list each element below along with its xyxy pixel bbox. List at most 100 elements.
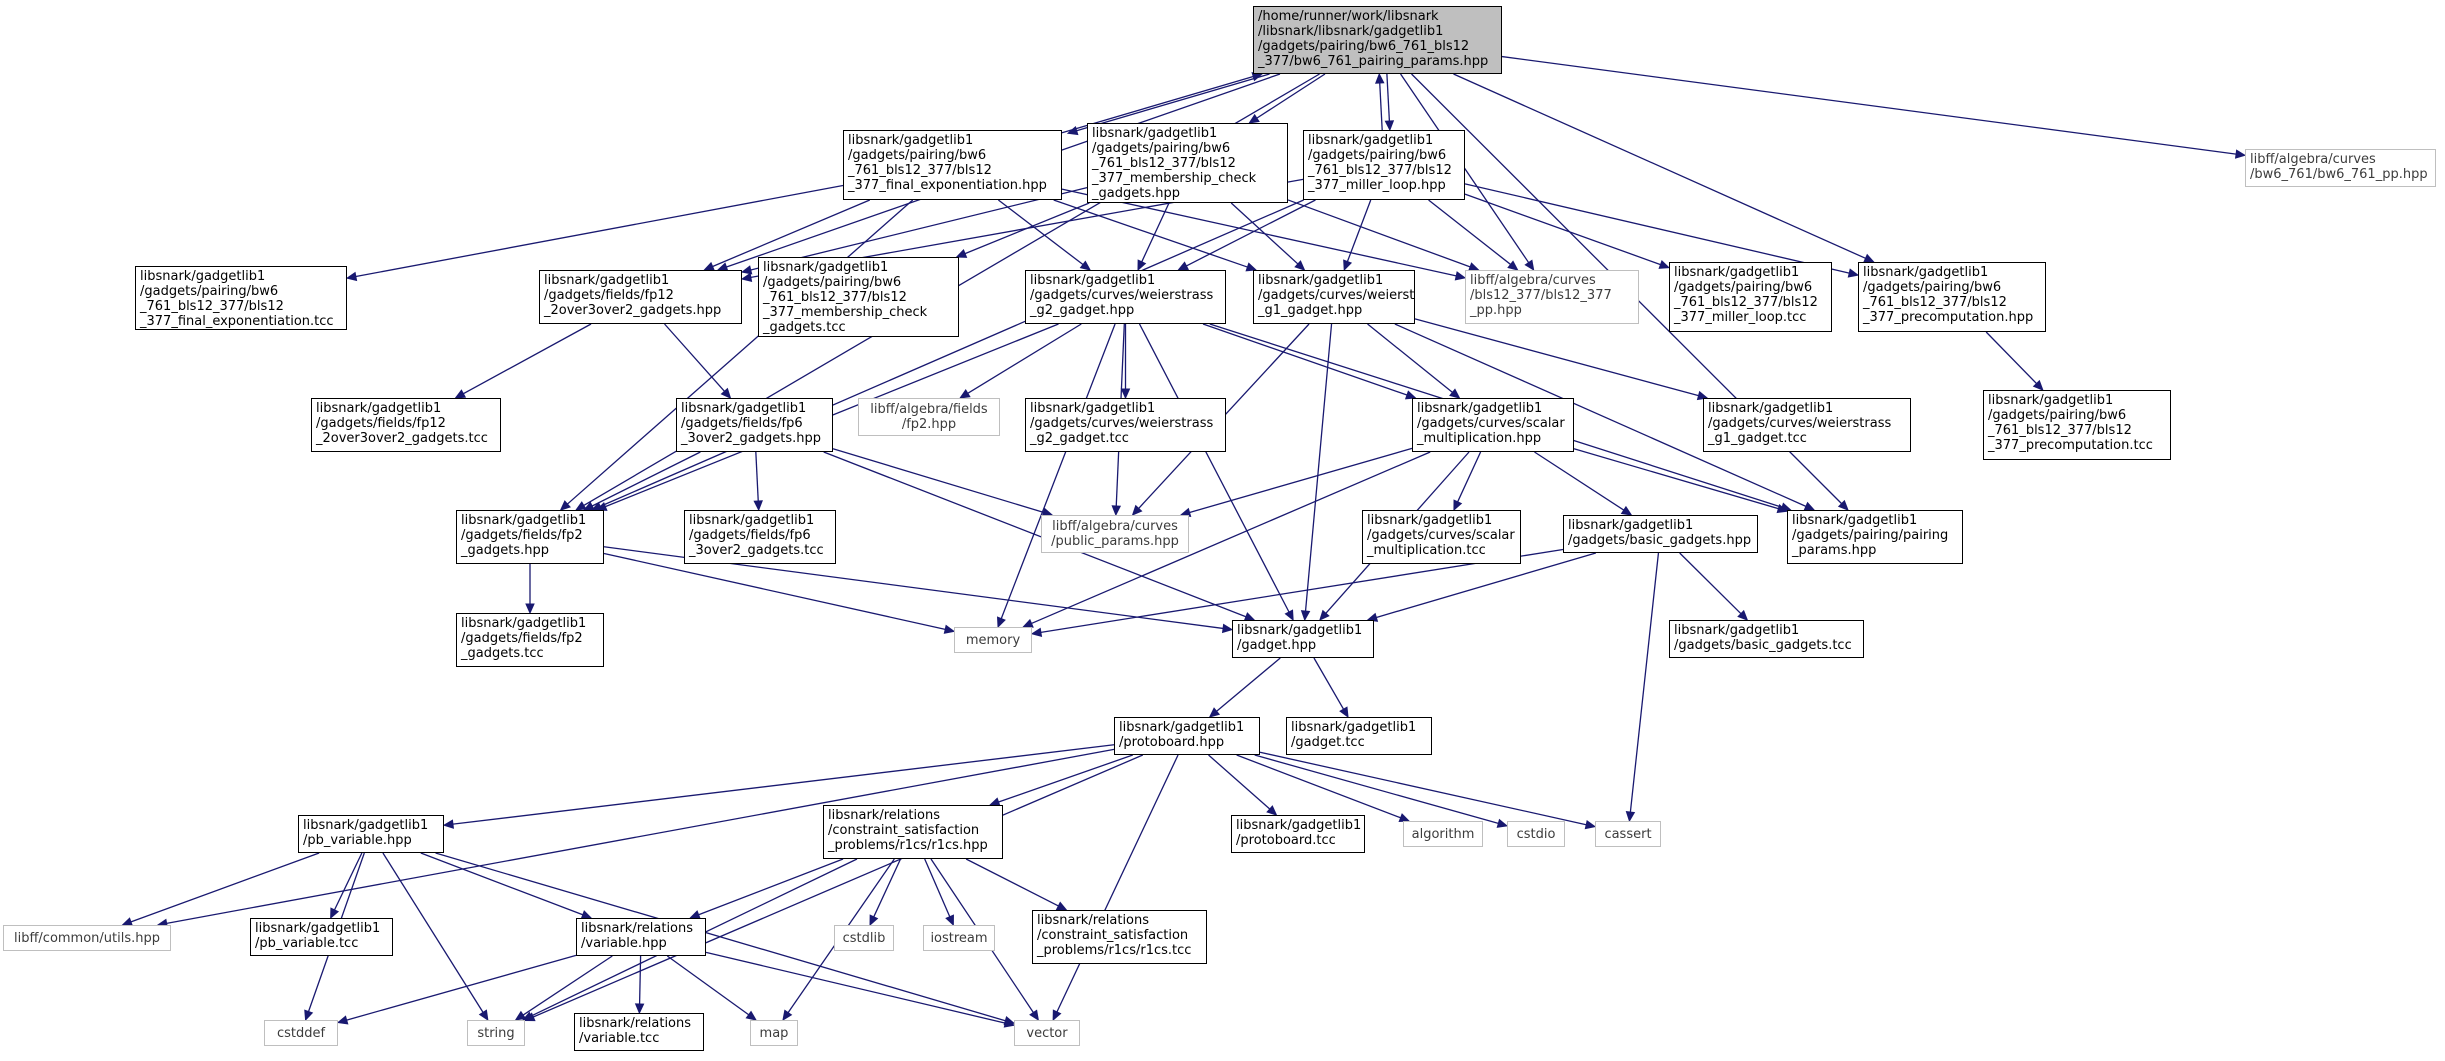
node-fp6-hpp[interactable]: libsnark/gadgetlib1 /gadgets/fields/fp6 … <box>676 398 833 452</box>
node-algorithm: algorithm <box>1403 821 1483 847</box>
edge-membership-hpp-to-g1-hpp <box>1230 202 1299 265</box>
node-cstdio: cstdio <box>1507 821 1565 847</box>
arrowhead <box>1584 819 1597 830</box>
node-miller-hpp[interactable]: libsnark/gadgetlib1 /gadgets/pairing/bw6… <box>1303 130 1465 200</box>
arrowhead <box>869 914 879 927</box>
edge-pb-var-hpp-to-vector <box>435 852 1006 1022</box>
node-fp12-tcc[interactable]: libsnark/gadgetlib1 /gadgets/fields/fp12… <box>311 398 501 452</box>
node-g2-hpp[interactable]: libsnark/gadgetlib1 /gadgets/curves/weie… <box>1025 270 1226 324</box>
node-scalar-hpp[interactable]: libsnark/gadgetlib1 /gadgets/curves/scal… <box>1412 398 1574 452</box>
node-miller-tcc[interactable]: libsnark/gadgetlib1 /gadgets/pairing/bw6… <box>1669 262 1832 332</box>
arrowhead <box>955 248 968 258</box>
node-pairing-params[interactable]: libsnark/gadgetlib1 /gadgets/pairing/pai… <box>1787 510 1963 564</box>
edge-membership-hpp-to-g2-hpp <box>1141 202 1170 263</box>
arrowhead <box>1245 262 1258 272</box>
edge-protoboard-hpp-to-utils <box>166 748 1115 925</box>
arrowhead <box>478 1009 489 1022</box>
node-protoboard-hpp[interactable]: libsnark/gadgetlib1 /protoboard.hpp <box>1114 717 1260 755</box>
arrowhead <box>1294 260 1306 271</box>
edge-fp6-hpp-to-fp2-hpp <box>591 451 701 507</box>
edge-miller-hpp-to-g2-hpp <box>1186 199 1316 267</box>
edge-protoboard-hpp-to-pb-var-hpp <box>452 744 1115 825</box>
node-fp2-tcc[interactable]: libsnark/gadgetlib1 /gadgets/fields/fp2 … <box>456 613 604 667</box>
node-basic-hpp[interactable]: libsnark/gadgetlib1 /gadgets/basic_gadge… <box>1563 515 1758 553</box>
arrowhead <box>1079 260 1092 271</box>
edge-fp6-hpp-to-public-params <box>832 448 1044 514</box>
node-precomp-hpp[interactable]: libsnark/gadgetlib1 /gadgets/pairing/bw6… <box>1858 262 2046 332</box>
node-precomp-tcc[interactable]: libsnark/gadgetlib1 /gadgets/pairing/bw6… <box>1983 390 2171 460</box>
node-r1cs-tcc[interactable]: libsnark/relations /constraint_satisfact… <box>1032 910 1207 964</box>
node-final-exp-tcc[interactable]: libsnark/gadgetlib1 /gadgets/pairing/bw6… <box>135 266 347 330</box>
node-vector: vector <box>1014 1020 1080 1046</box>
arrowhead <box>1131 504 1143 516</box>
node-r1cs-hpp[interactable]: libsnark/relations /constraint_satisfact… <box>823 805 1003 859</box>
node-variable-tcc[interactable]: libsnark/relations /variable.tcc <box>574 1013 704 1051</box>
node-final-exp-hpp[interactable]: libsnark/gadgetlib1 /gadgets/pairing/bw6… <box>843 130 1062 200</box>
arrowhead <box>1319 609 1330 621</box>
edge-root-to-miller-hpp <box>1386 73 1391 122</box>
arrowhead <box>1052 1009 1062 1022</box>
arrowhead <box>1449 388 1461 399</box>
edge-miller-hpp-to-g1-hpp <box>1346 199 1372 262</box>
node-fp2-hpp[interactable]: libsnark/gadgetlib1 /gadgets/fields/fp2 … <box>456 510 604 564</box>
arrowhead <box>559 500 571 511</box>
node-basic-tcc[interactable]: libsnark/gadgetlib1 /gadgets/basic_gadge… <box>1669 620 1864 658</box>
arrowhead <box>1658 259 1671 269</box>
node-gadget-tcc[interactable]: libsnark/gadgetlib1 /gadget.tcc <box>1286 717 1432 755</box>
node-pb-var-hpp[interactable]: libsnark/gadgetlib1 /pb_variable.hpp <box>298 815 444 853</box>
node-string: string <box>467 1020 525 1046</box>
edge-pb-var-hpp-to-utils <box>130 852 320 923</box>
node-protoboard-tcc[interactable]: libsnark/gadgetlib1 /protoboard.tcc <box>1231 815 1365 853</box>
node-membership-hpp[interactable]: libsnark/gadgetlib1 /gadgets/pairing/bw6… <box>1087 123 1288 203</box>
node-root[interactable]: /home/runner/work/libsnark /libsnark/lib… <box>1253 6 1502 74</box>
arrowhead <box>1055 901 1068 911</box>
node-g1-hpp[interactable]: libsnark/gadgetlib1 /gadgets/curves/weie… <box>1253 270 1415 324</box>
node-public-params: libff/algebra/curves /public_params.hpp <box>1041 515 1189 553</box>
arrowhead <box>1003 1018 1016 1028</box>
arrowhead <box>1177 261 1190 271</box>
arrowhead <box>1453 499 1463 512</box>
node-membership-tcc[interactable]: libsnark/gadgetlib1 /gadgets/pairing/bw6… <box>758 257 959 337</box>
edge-basic-hpp-to-cassert <box>1629 552 1660 813</box>
node-bls12-pp: libff/algebra/curves /bls12_377/bls12_37… <box>1465 270 1639 324</box>
arrowhead <box>336 1015 349 1025</box>
edge-miller-hpp-to-root <box>1379 82 1383 131</box>
edge-final-exp-hpp-to-fp12-hpp <box>712 199 871 268</box>
node-fp12-hpp[interactable]: libsnark/gadgetlib1 /gadgets/fields/fp12… <box>539 270 742 324</box>
edge-variable-hpp-to-map <box>666 955 750 1016</box>
edge-membership-hpp-to-bls12-pp <box>1287 199 1471 268</box>
node-variable-hpp[interactable]: libsnark/relations /variable.hpp <box>576 918 706 956</box>
arrowhead <box>1339 706 1349 719</box>
arrowhead <box>1625 811 1636 823</box>
arrowhead <box>1803 501 1816 511</box>
edge-pb-var-hpp-to-pb-var-tcc <box>333 852 363 911</box>
edge-scalar-hpp-to-scalar-tcc <box>1457 451 1482 503</box>
node-g1-tcc[interactable]: libsnark/gadgetlib1 /gadgets/curves/weie… <box>1703 398 1911 452</box>
edge-final-exp-hpp-to-g1-hpp <box>1053 199 1248 268</box>
edge-miller-hpp-to-fp2-hpp <box>599 199 1304 508</box>
edge-fp12-hpp-to-fp6-hpp <box>664 323 725 392</box>
edge-g1-hpp-to-gadget-hpp <box>1304 323 1333 612</box>
edge-root-to-membership-hpp <box>1256 73 1326 119</box>
edge-variable-hpp-to-string <box>522 955 613 1016</box>
arrowhead <box>1284 609 1294 622</box>
edge-protoboard-hpp-to-string <box>533 754 1144 1018</box>
arrowhead <box>2234 149 2247 159</box>
edge-scalar-hpp-to-pairing-params <box>1573 448 1779 510</box>
edge-g1-hpp-to-pairing-params <box>1394 323 1807 507</box>
arrowhead <box>454 389 467 399</box>
edge-scalar-hpp-to-basic-hpp <box>1534 451 1625 511</box>
edge-pb-var-hpp-to-string <box>382 852 484 1013</box>
edge-fp6-hpp-to-fp6-tcc <box>755 451 759 502</box>
edge-protoboard-hpp-to-r1cs-hpp <box>998 754 1133 803</box>
arrowhead <box>634 1003 645 1015</box>
arrowhead <box>1030 627 1043 638</box>
edge-variable-hpp-to-cstddef <box>346 954 577 1021</box>
arrowhead <box>1221 623 1234 634</box>
node-g2-tcc[interactable]: libsnark/gadgetlib1 /gadgets/curves/weie… <box>1025 398 1226 452</box>
node-pb-var-tcc[interactable]: libsnark/gadgetlib1 /pb_variable.tcc <box>250 918 393 956</box>
node-fp6-tcc[interactable]: libsnark/gadgetlib1 /gadgets/fields/fp6 … <box>684 510 836 564</box>
edge-g1-hpp-to-scalar-hpp <box>1367 323 1453 393</box>
node-scalar-tcc[interactable]: libsnark/gadgetlib1 /gadgets/curves/scal… <box>1362 510 1521 564</box>
node-gadget-hpp[interactable]: libsnark/gadgetlib1 /gadget.hpp <box>1232 620 1374 658</box>
